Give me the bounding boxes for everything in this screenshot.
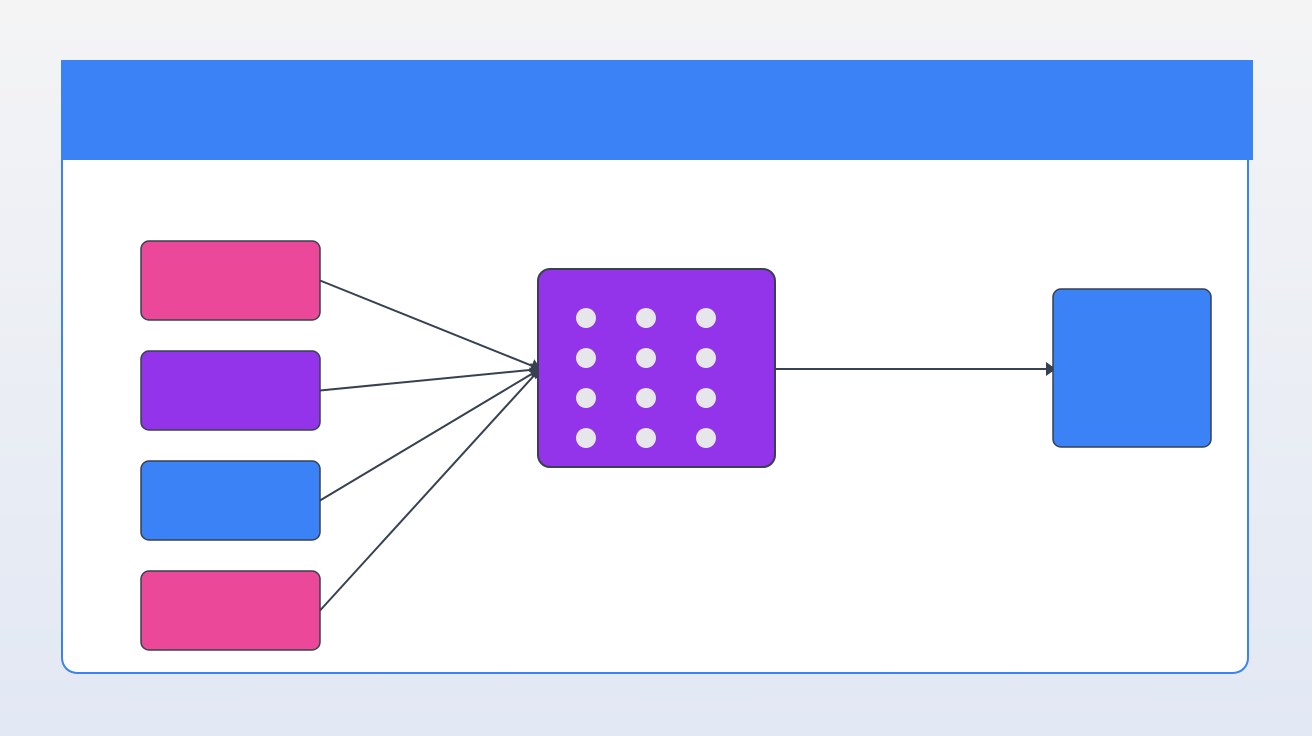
- hub-dot: [636, 348, 656, 368]
- hub-dot: [636, 388, 656, 408]
- hub-dot: [636, 308, 656, 328]
- hub-dot: [576, 428, 596, 448]
- card-header: [61, 60, 1253, 160]
- hub-dot: [696, 428, 716, 448]
- input-box-4: [140, 570, 321, 651]
- output-node: [1052, 288, 1212, 448]
- hub-dot: [696, 348, 716, 368]
- hub-box: [537, 268, 776, 468]
- input-box-3: [140, 460, 321, 541]
- input-box-1: [140, 240, 321, 321]
- connectors: [319, 279, 1056, 612]
- input-boxes: [140, 240, 321, 651]
- connector-input-2-to-hub: [319, 362, 541, 392]
- hub-dot: [696, 308, 716, 328]
- hub-node: [537, 268, 776, 468]
- connector-input-3-to-hub: [319, 367, 541, 502]
- connector-input-4-to-hub: [319, 368, 541, 612]
- output-box: [1052, 288, 1212, 448]
- hub-dot: [576, 348, 596, 368]
- hub-dot: [636, 428, 656, 448]
- hub-dot: [576, 388, 596, 408]
- hub-dot: [576, 308, 596, 328]
- connector-input-1-to-hub: [319, 279, 541, 373]
- input-box-2: [140, 350, 321, 431]
- hub-dot: [696, 388, 716, 408]
